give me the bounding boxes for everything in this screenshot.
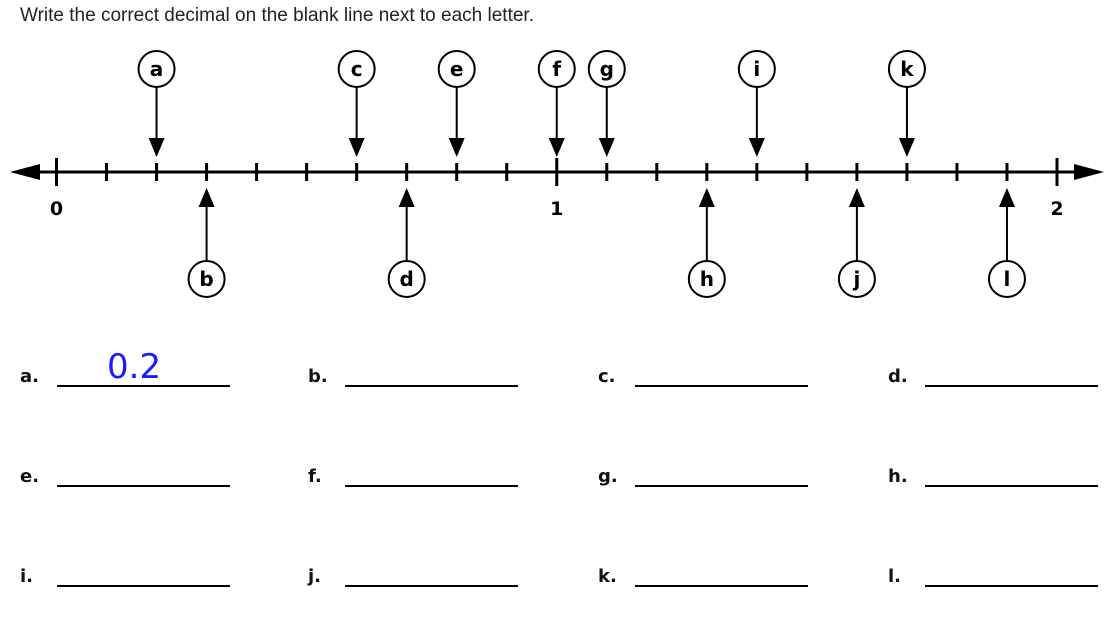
marker-letter-a: a xyxy=(150,57,164,81)
answer-label: c. xyxy=(598,366,616,387)
up-arrow-icon xyxy=(398,188,415,207)
number-line: 0 1 2 a b c d e f g h i j k l xyxy=(10,50,1104,298)
right-arrow-icon xyxy=(1074,164,1104,180)
down-arrow-icon xyxy=(448,138,465,157)
answer-value: 0.2 xyxy=(107,347,162,387)
answer-blank[interactable]: 0.2 xyxy=(57,345,230,387)
answer-item: a. 0.2 xyxy=(20,345,230,387)
answer-label: a. xyxy=(20,366,39,387)
answer-label: g. xyxy=(598,466,618,487)
answer-item: f. xyxy=(308,445,518,487)
tick-label: 1 xyxy=(550,198,563,220)
answer-blank[interactable] xyxy=(635,345,808,387)
answer-label: k. xyxy=(598,566,617,587)
answer-blank[interactable] xyxy=(345,445,518,487)
marker-letter-l: l xyxy=(1004,267,1011,291)
up-arrow-icon xyxy=(698,188,715,207)
answer-label: l. xyxy=(888,566,902,587)
answer-item: i. xyxy=(20,545,230,587)
answer-blank[interactable] xyxy=(345,545,518,587)
down-arrow-icon xyxy=(148,138,165,157)
marker-letter-g: g xyxy=(600,57,614,81)
down-arrow-icon xyxy=(898,138,915,157)
answer-blank[interactable] xyxy=(345,345,518,387)
answer-item: e. xyxy=(20,445,230,487)
marker-letter-e: e xyxy=(450,57,464,81)
marker-letter-j: j xyxy=(852,267,860,291)
left-arrow-icon xyxy=(10,164,40,180)
answer-blank[interactable] xyxy=(925,345,1098,387)
answer-blank[interactable] xyxy=(57,545,230,587)
answer-item: j. xyxy=(308,545,518,587)
answer-blank[interactable] xyxy=(925,545,1098,587)
answer-blank[interactable] xyxy=(635,545,808,587)
answer-label: e. xyxy=(20,466,40,487)
down-arrow-icon xyxy=(548,138,565,157)
answer-label: d. xyxy=(888,366,908,387)
answer-label: j. xyxy=(308,566,322,587)
down-arrow-icon xyxy=(598,138,615,157)
answer-label: f. xyxy=(308,466,322,487)
down-arrow-icon xyxy=(348,138,365,157)
down-arrow-icon xyxy=(748,138,765,157)
up-arrow-icon xyxy=(848,188,865,207)
marker-letter-h: h xyxy=(700,267,714,291)
answer-item: g. xyxy=(598,445,808,487)
up-arrow-icon xyxy=(198,188,215,207)
marker-letter-b: b xyxy=(199,267,213,291)
answer-blank[interactable] xyxy=(635,445,808,487)
marker-letter-i: i xyxy=(753,57,760,81)
answer-item: b. xyxy=(308,345,518,387)
marker-letter-f: f xyxy=(552,57,561,81)
answer-item: h. xyxy=(888,445,1098,487)
instructions: Write the correct decimal on the blank l… xyxy=(20,5,534,26)
marker-letter-k: k xyxy=(900,57,914,81)
answer-item: k. xyxy=(598,545,808,587)
tick-label: 0 xyxy=(50,198,63,220)
answer-label: b. xyxy=(308,366,328,387)
answer-item: d. xyxy=(888,345,1098,387)
marker-letter-c: c xyxy=(351,57,363,81)
answer-blank[interactable] xyxy=(57,445,230,487)
answer-label: h. xyxy=(888,466,908,487)
answer-blank[interactable] xyxy=(925,445,1098,487)
answer-item: l. xyxy=(888,545,1098,587)
answer-item: c. xyxy=(598,345,808,387)
marker-letter-d: d xyxy=(400,267,414,291)
tick-label: 2 xyxy=(1050,198,1063,220)
up-arrow-icon xyxy=(998,188,1015,207)
answer-label: i. xyxy=(20,566,34,587)
